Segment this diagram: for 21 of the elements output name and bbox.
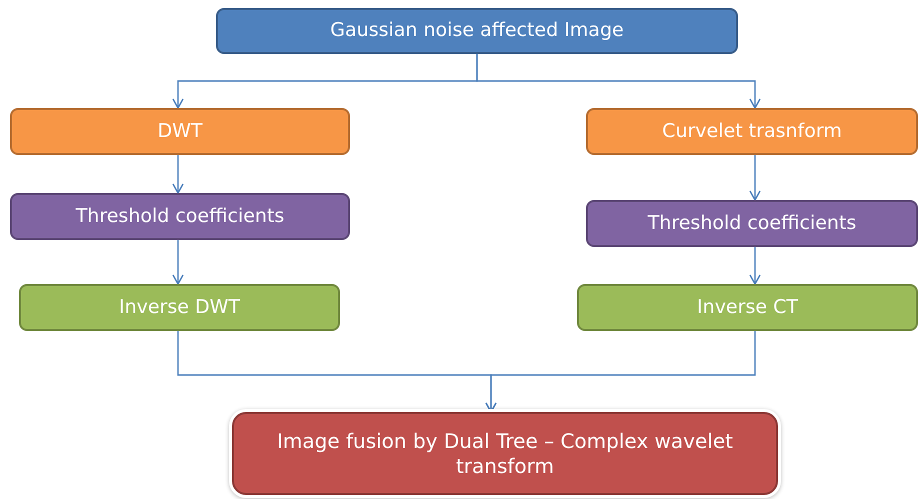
process-box <box>232 412 778 495</box>
connector-arrow <box>476 54 761 109</box>
process-box <box>577 284 918 331</box>
process-box <box>216 8 738 54</box>
connector-arrow <box>172 240 184 285</box>
box-label: DWT <box>157 120 203 144</box>
process-box <box>10 108 350 155</box>
box-label: Inverse DWT <box>118 296 240 320</box>
connector-arrow <box>749 247 761 285</box>
box-label: Curvelet trasnform <box>662 120 842 144</box>
connector-arrow <box>749 155 761 201</box>
box-label: Image fusion by Dual Tree – Complex wavelet transform <box>276 428 734 478</box>
process-box <box>10 193 350 240</box>
connector-arrow <box>172 155 184 194</box>
process-box <box>586 200 918 247</box>
box-label: Threshold coefficients <box>76 204 284 228</box>
box-label: Threshold coefficients <box>648 212 856 236</box>
box-label: Inverse CT <box>697 296 798 320</box>
process-box <box>586 108 918 155</box>
box-label: Gaussian noise affected Image <box>330 19 624 43</box>
process-box <box>19 284 340 331</box>
